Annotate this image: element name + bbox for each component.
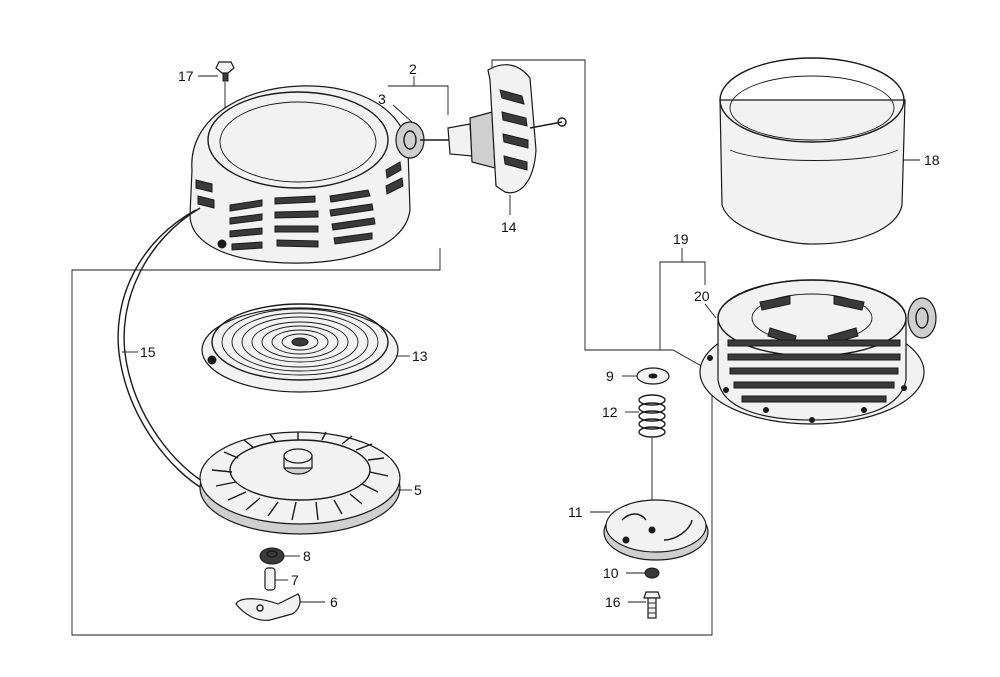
callout-14: 14	[501, 219, 517, 235]
reel-ribs	[211, 431, 389, 521]
part-12-spring	[638, 394, 666, 500]
leader-lines	[122, 75, 920, 603]
callout-labels: 17 2 3 14 18 19 20 15 13 9 12 5 11 8 7 6…	[140, 61, 940, 610]
callout-6: 6	[330, 594, 338, 610]
assembly-vents	[727, 339, 901, 403]
part-14-starter-grip	[420, 64, 567, 194]
part-5-reel	[199, 431, 401, 535]
part-18-cover	[719, 57, 906, 245]
callout-20: 20	[694, 288, 710, 304]
callout-17: 17	[178, 68, 194, 84]
callout-16: 16	[605, 594, 621, 610]
part-9-washer	[636, 367, 670, 385]
callout-2: 2	[409, 61, 417, 77]
callout-9: 9	[606, 368, 614, 384]
part-starter-case	[189, 85, 425, 264]
callout-7: 7	[291, 572, 299, 588]
callout-19: 19	[673, 231, 689, 247]
part-11-friction-plate	[603, 499, 709, 561]
callout-5: 5	[414, 482, 422, 498]
callout-12: 12	[602, 404, 618, 420]
callout-8: 8	[303, 548, 311, 564]
part-8-washer	[259, 547, 285, 565]
part-19-20-starter-assembly	[699, 279, 937, 425]
part-13-recoil-spring	[201, 303, 399, 393]
callout-13: 13	[412, 348, 428, 364]
callout-11: 11	[568, 504, 583, 520]
callout-15: 15	[140, 344, 156, 360]
callout-18: 18	[924, 152, 940, 168]
part-16-screw	[643, 591, 661, 619]
part-15-rope	[117, 207, 211, 491]
part-10-nut	[644, 567, 660, 579]
case-vents	[195, 161, 404, 251]
part-6-pawl	[235, 593, 301, 621]
callout-10: 10	[603, 565, 619, 581]
part-7-pin	[264, 567, 276, 591]
callout-3: 3	[378, 91, 386, 107]
